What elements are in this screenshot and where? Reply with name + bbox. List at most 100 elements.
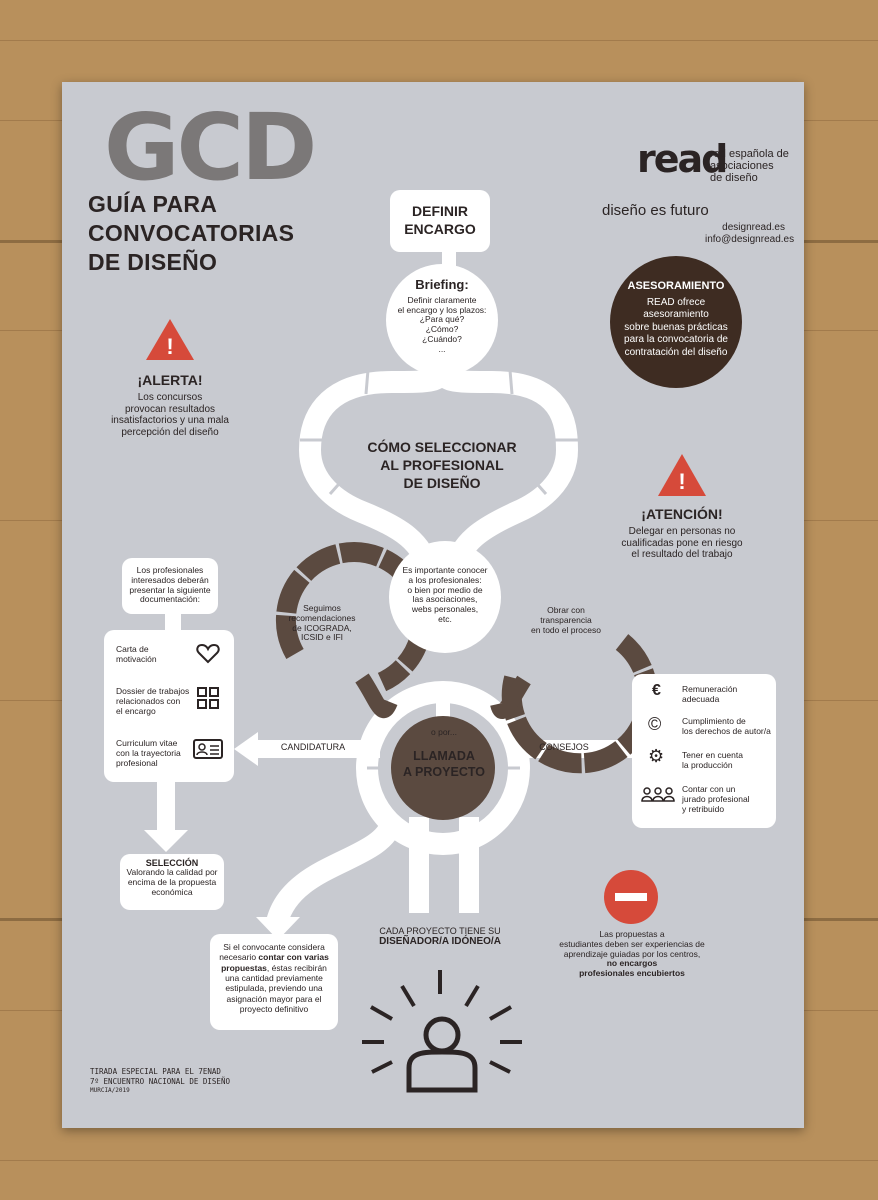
doc-item-line: con la trayectoria: [116, 748, 181, 759]
flow-paths: [144, 252, 742, 1093]
center-title: CÓMO SELECCIONAR AL PROFESIONAL DE DISEÑ…: [352, 438, 532, 493]
consejo-line: Tener en cuenta: [682, 750, 743, 760]
tagline: diseño es futuro: [602, 202, 709, 219]
org-line: red española de: [710, 148, 789, 160]
varias-bold-fragment: propuestas: [221, 962, 267, 973]
doc-item-line: profesional: [116, 758, 158, 769]
consejo-line: y retribuido: [682, 804, 725, 815]
doc-item-line: Curriculum vitae: [116, 738, 178, 748]
exclamation-icon: !: [678, 469, 686, 494]
doc-list-box: [104, 630, 234, 782]
footer-line: 7º ENCUENTRO NACIONAL DE DISEÑO: [90, 1076, 230, 1086]
title-line: DE DISEÑO: [88, 248, 218, 275]
varias-bold-fragment: contar con varias: [258, 952, 329, 963]
estudiantes-line: estudiantes deben ser experiencias de: [559, 938, 705, 949]
consejo-line: Cumplimiento de: [682, 716, 746, 726]
asesoramiento-line: sobre buenas prácticas: [624, 321, 728, 333]
wood-grain: [0, 40, 878, 41]
varias-fragment: , éstas recibirán: [266, 962, 327, 973]
right-arc-text: Obrar con transparencia en todo el proce…: [518, 605, 614, 635]
alerta-title: ¡ALERTA!: [137, 372, 203, 388]
conocer-line: etc.: [438, 613, 452, 624]
definir-encargo-box: [390, 190, 490, 252]
atencion-title: ¡ATENCIÓN!: [641, 506, 723, 522]
doc-item-line: el encargo: [116, 706, 156, 717]
consejo-line: Remuneración: [682, 684, 738, 694]
varias-text: Si el convocante considera necesario con…: [212, 942, 336, 1015]
alerta-line: percepción del diseño: [121, 426, 219, 438]
doc-item: Curriculum vitae con la trayectoria prof…: [116, 738, 181, 769]
consejo-line: la producción: [682, 760, 733, 771]
atencion-line: el resultado del trabajo: [631, 549, 733, 561]
wood-grain: [0, 1160, 878, 1161]
alerta-block: ¡ALERTA! Los concursos provocan resultad…: [110, 372, 230, 438]
estudiantes-bold-line: no encargos: [606, 958, 658, 969]
title-line: GUÍA PARA: [88, 191, 218, 217]
heart-icon: [196, 643, 220, 664]
varias-line: propuestas, éstas recibirán: [212, 963, 336, 973]
estudiantes-line: aprendizaje guiadas por los centros,: [563, 948, 701, 959]
doc-item-line: Dossier de trabajos: [116, 686, 190, 696]
conocer-line: o bien por medio de: [407, 584, 483, 595]
doc-intro-box: [122, 558, 218, 614]
conocer-line: webs personales,: [411, 604, 479, 615]
right-arc-line: Obrar con: [547, 605, 585, 615]
varias-fragment: necesario: [219, 952, 259, 963]
estudiantes-line: Las propuestas a: [599, 929, 665, 939]
doc-item: Carta de motivación: [116, 644, 157, 664]
left-arc-line: recomendaciones: [288, 612, 356, 623]
briefing-line: ¿Cuándo?: [422, 334, 462, 344]
conocer-line: a los profesionales:: [408, 574, 482, 585]
llamada-line: A PROYECTO: [403, 765, 485, 780]
consejo-item: Remuneración adecuada: [682, 684, 737, 704]
atencion-line: Delegar en personas no: [628, 526, 736, 538]
doc-intro-line: documentación:: [139, 594, 200, 605]
briefing-block: Briefing: Definir claramente el encargo …: [388, 277, 496, 355]
contact: designread.es info@designread.es: [705, 222, 795, 246]
consejo-line: adecuada: [682, 694, 720, 705]
right-arc-line: transparencia: [540, 614, 592, 625]
group-icon: [641, 787, 675, 802]
center-title-line: CÓMO SELECCIONAR: [367, 439, 517, 455]
title-line: CONVOCATORIAS: [88, 219, 295, 246]
copyright-icon: ©: [648, 714, 662, 734]
doc-item-line: Carta de: [116, 644, 149, 654]
gear-icon: ⚙: [648, 746, 665, 766]
consejos-label: CONSEJOS: [539, 742, 589, 752]
seleccion-text: SELECCIÓN Valorando la calidad por encim…: [120, 858, 224, 898]
alerta-line: insatisfactorios y una mala: [111, 415, 229, 427]
briefing-line: ...: [438, 343, 446, 354]
doc-item-line: relacionados con: [116, 696, 181, 707]
org-name: red española de asociaciones de diseño: [710, 148, 789, 184]
footer-line: MURCIA/2019: [90, 1086, 130, 1094]
footer: TIRADA ESPECIAL PARA EL 7ENAD 7º ENCUENT…: [90, 1067, 230, 1094]
asesoramiento-line: para la convocatoria de: [624, 334, 728, 346]
atencion-line: cualificadas pone en riesgo: [621, 537, 743, 549]
definir-line: ENCARGO: [404, 221, 476, 238]
doc-intro-line: presentar la siguiente: [129, 584, 211, 595]
alerta-line: Los concursos: [137, 392, 203, 404]
email-link[interactable]: info@designread.es: [705, 234, 795, 245]
guide-title: GUÍA PARA CONVOCATORIAS DE DISEÑO: [88, 190, 294, 276]
estudiantes-bold-line: profesionales encubiertos: [579, 968, 685, 979]
conocer-block: Es importante conocer a los profesionale…: [388, 565, 502, 625]
varias-line: estipulada, previendo una: [225, 983, 323, 994]
consejos-box: [632, 674, 776, 828]
briefing-line: Definir claramente: [407, 294, 477, 305]
website-link[interactable]: designread.es: [722, 222, 785, 233]
center-title-line: AL PROFESIONAL: [380, 457, 504, 474]
left-arc-line: ICSID e IFI: [300, 632, 344, 643]
doc-intro-line: Los profesionales: [136, 565, 204, 575]
seleccion-title: SELECCIÓN: [145, 858, 199, 868]
conocer-line: Es importante conocer: [402, 565, 488, 575]
seleccion-box: [120, 854, 224, 910]
left-arc-text: Seguimos recomendaciones de ICOGRADA, IC…: [274, 603, 370, 643]
briefing-line: ¿Para qué?: [419, 314, 465, 325]
consejo-line: los derechos de autor/a: [682, 726, 771, 737]
euro-icon: €: [652, 682, 661, 699]
consejo-line: Contar con un: [682, 784, 736, 794]
right-arc-line: en todo el proceso: [531, 624, 601, 635]
disenador-line: DISEÑADOR/A IDÓNEO/A: [379, 936, 501, 948]
footer-line: TIRADA ESPECIAL PARA EL 7ENAD: [90, 1067, 221, 1076]
atencion-block: ¡ATENCIÓN! Delegar en personas no cualif…: [610, 506, 754, 561]
